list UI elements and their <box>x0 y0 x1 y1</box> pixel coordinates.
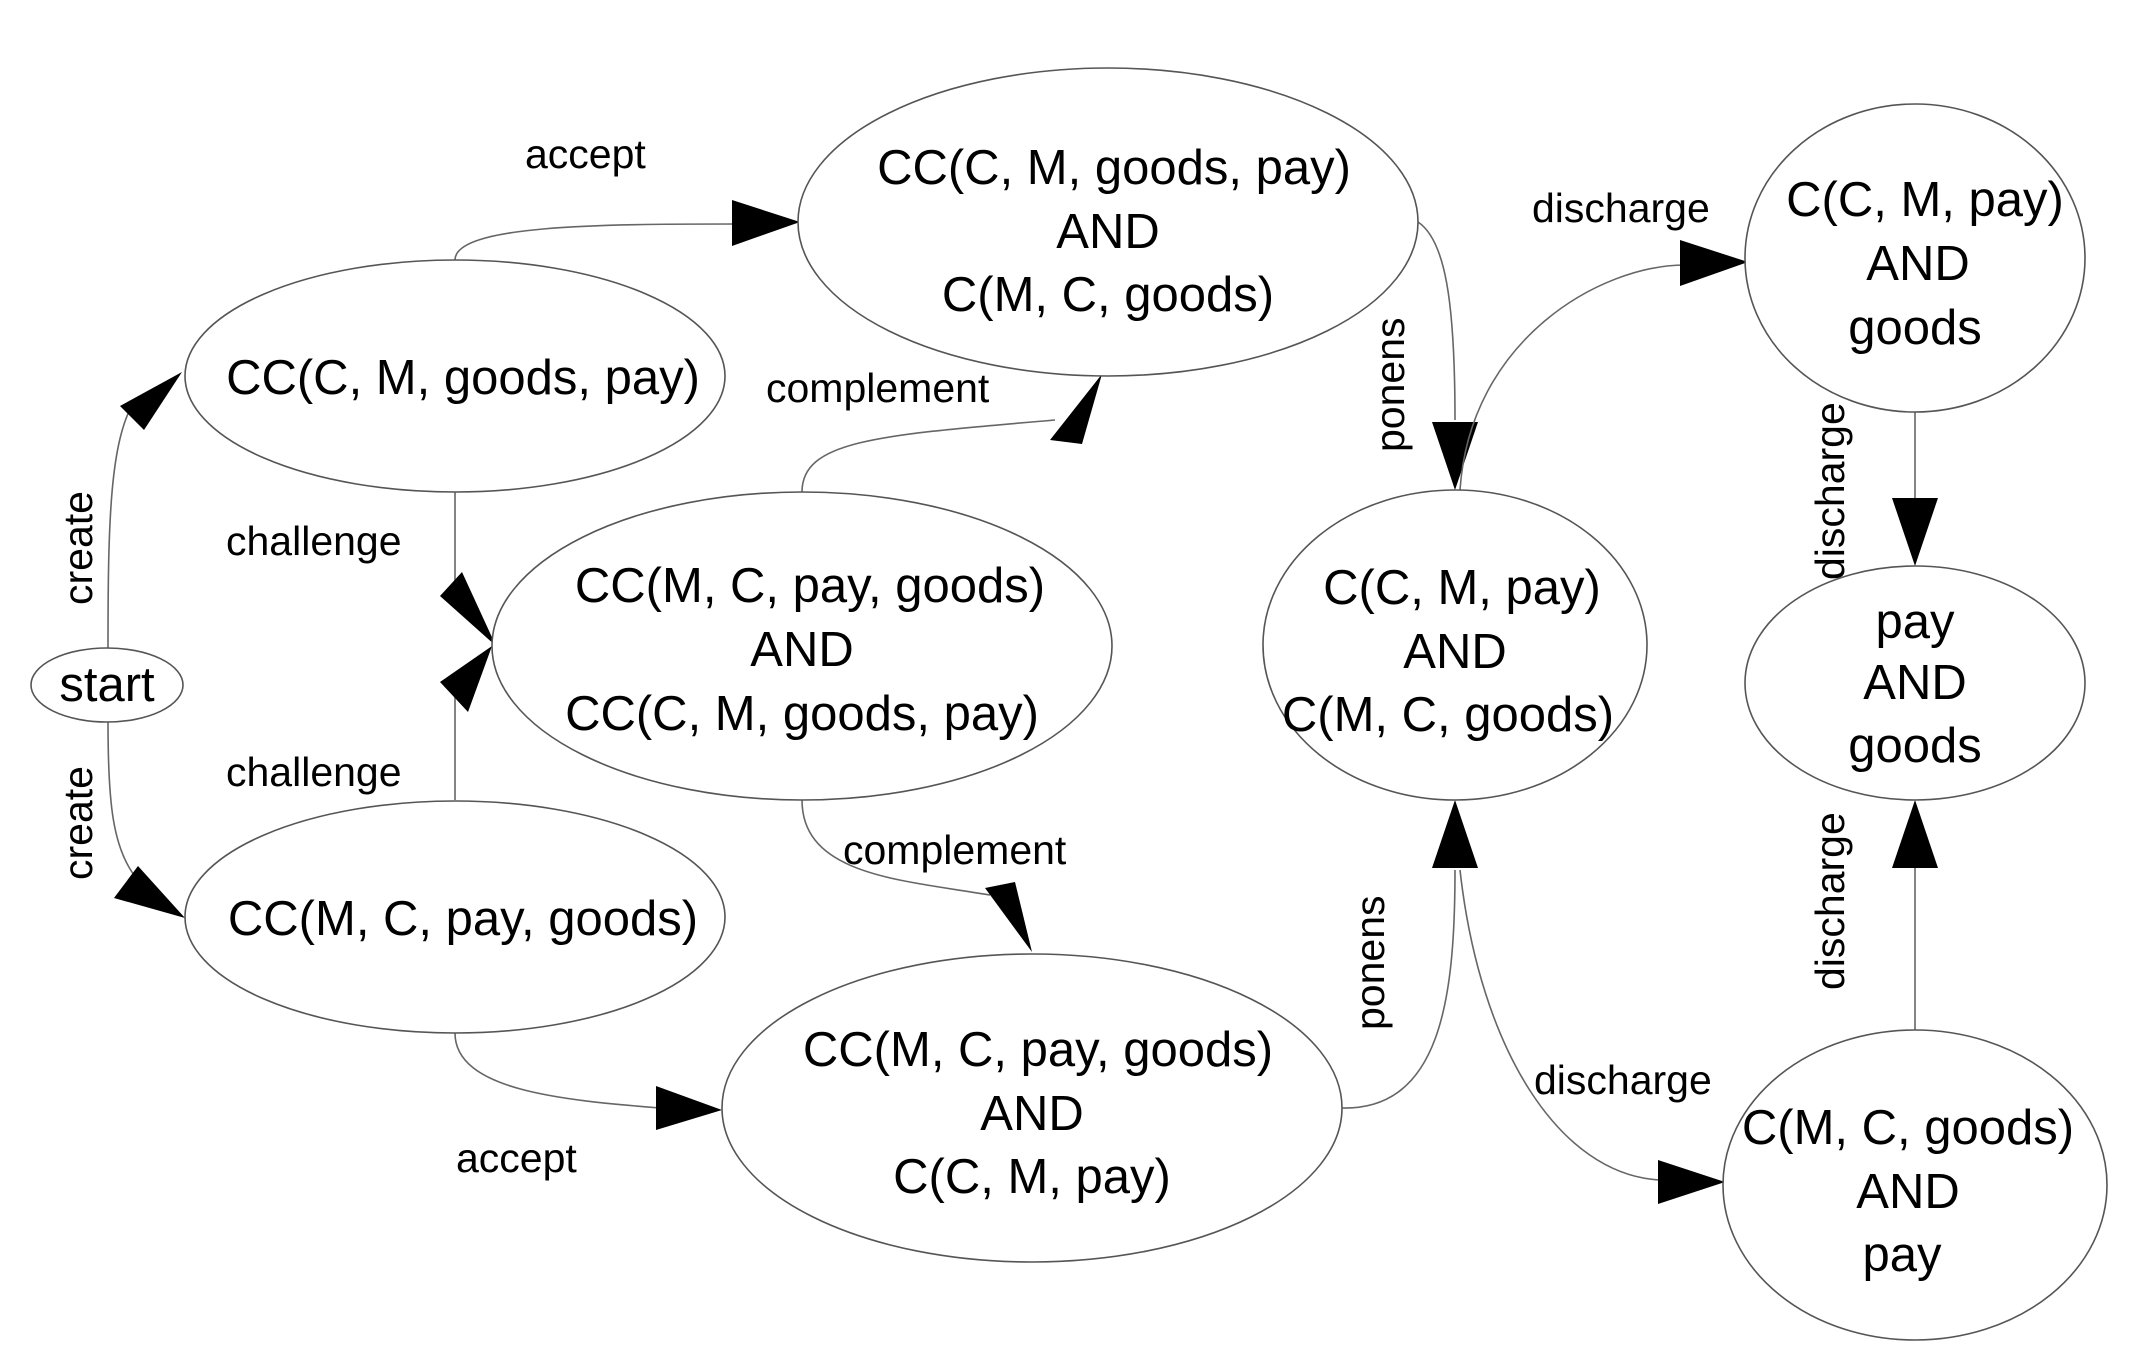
edge-create-top: create <box>55 372 182 649</box>
nodes: start CC(C, M, goods, pay) CC(M, C, pay,… <box>30 67 2108 1341</box>
node-label: C(M, C, goods) <box>1742 1101 2074 1155</box>
node-label: goods <box>1848 301 1982 355</box>
arrow-head-icon <box>440 572 496 646</box>
node-label: C(C, M, pay) <box>1786 173 2064 227</box>
node-label: AND <box>980 1087 1083 1141</box>
node-cc-and-c-pay: CC(M, C, pay, goods) AND C(C, M, pay) <box>721 953 1343 1263</box>
arrow-head-icon <box>1050 374 1102 444</box>
node-label: start <box>59 658 155 712</box>
edge-label: ponens <box>1347 895 1393 1030</box>
node-cc-c-m: CC(C, M, goods, pay) <box>184 259 726 493</box>
node-label: CC(M, C, pay, goods) <box>228 892 698 946</box>
edge-ponens-top: ponens <box>1367 221 1478 490</box>
arrow-head-icon <box>1680 240 1748 286</box>
edge-discharge-right-top: discharge <box>1807 402 1938 580</box>
node-label: AND <box>750 623 853 677</box>
node-label: AND <box>1866 237 1969 291</box>
node-final: pay AND goods <box>1744 565 2086 801</box>
node-label: CC(M, C, pay, goods) <box>575 559 1045 613</box>
edge-discharge-lower: discharge <box>1459 869 1725 1204</box>
node-label: AND <box>1403 625 1506 679</box>
node-c-pay-and-goods: C(C, M, pay) AND goods <box>1744 103 2086 413</box>
node-label: C(C, M, pay) <box>893 1150 1171 1204</box>
node-label: CC(C, M, goods, pay) <box>565 687 1039 741</box>
edge-challenge-bottom: challenge <box>226 646 492 800</box>
edges: create create accept challenge challenge <box>55 131 1938 1204</box>
node-cc-m-c: CC(M, C, pay, goods) <box>184 800 726 1034</box>
node-label: C(M, C, goods) <box>1282 688 1614 742</box>
arrow-head-icon <box>120 372 182 430</box>
node-cc-and-c-goods: CC(C, M, goods, pay) AND C(M, C, goods) <box>797 67 1419 377</box>
edge-label: discharge <box>1534 1057 1712 1103</box>
edge-create-bottom: create <box>55 721 185 918</box>
edge-label: accept <box>456 1135 577 1181</box>
edge-label: ponens <box>1367 317 1413 452</box>
edge-label: create <box>55 491 101 605</box>
arrow-head-icon <box>440 646 492 712</box>
edge-label: discharge <box>1807 812 1853 990</box>
arrow-head-icon <box>1432 422 1478 490</box>
node-label: goods <box>1848 719 1982 773</box>
edge-label: complement <box>843 827 1067 873</box>
node-label: pay <box>1875 595 1955 649</box>
edge-complement-top: complement <box>766 365 1102 493</box>
edge-discharge-right-bottom: discharge <box>1807 800 1938 1030</box>
node-label: CC(M, C, pay, goods) <box>803 1023 1273 1077</box>
edge-discharge-upper: discharge <box>1459 185 1748 491</box>
node-label: CC(C, M, goods, pay) <box>226 351 700 405</box>
edge-complement-bottom: complement <box>801 799 1067 952</box>
arrow-head-icon <box>1658 1160 1725 1204</box>
node-label: AND <box>1863 656 1966 710</box>
edge-label: create <box>55 766 101 880</box>
arrow-head-icon <box>114 866 185 918</box>
edge-accept-bottom: accept <box>454 1032 722 1181</box>
edge-label: challenge <box>226 749 402 795</box>
edge-label: discharge <box>1532 185 1710 231</box>
edge-ponens-bottom: ponens <box>1341 800 1478 1109</box>
arrow-head-icon <box>656 1086 722 1130</box>
node-both-cc: CC(M, C, pay, goods) AND CC(C, M, goods,… <box>491 491 1113 801</box>
arrow-head-icon <box>1892 498 1938 566</box>
node-label: C(C, M, pay) <box>1323 561 1601 615</box>
node-c-both: C(C, M, pay) AND C(M, C, goods) <box>1262 489 1648 801</box>
arrow-head-icon <box>1432 800 1478 868</box>
node-start: start <box>30 647 184 723</box>
edge-label: complement <box>766 365 990 411</box>
node-c-goods-and-pay: C(M, C, goods) AND pay <box>1722 1029 2108 1341</box>
arrow-head-icon <box>732 200 800 246</box>
edge-label: accept <box>525 131 646 177</box>
edge-accept-top: accept <box>454 131 800 261</box>
arrow-head-icon <box>985 882 1032 952</box>
node-label: AND <box>1856 1165 1959 1219</box>
node-label: pay <box>1862 1228 1942 1282</box>
edge-challenge-top: challenge <box>226 492 496 646</box>
edge-label: challenge <box>226 518 402 564</box>
node-label: AND <box>1056 205 1159 259</box>
node-label: C(M, C, goods) <box>942 268 1274 322</box>
edge-label: discharge <box>1807 402 1853 580</box>
node-label: CC(C, M, goods, pay) <box>877 141 1351 195</box>
arrow-head-icon <box>1892 800 1938 868</box>
